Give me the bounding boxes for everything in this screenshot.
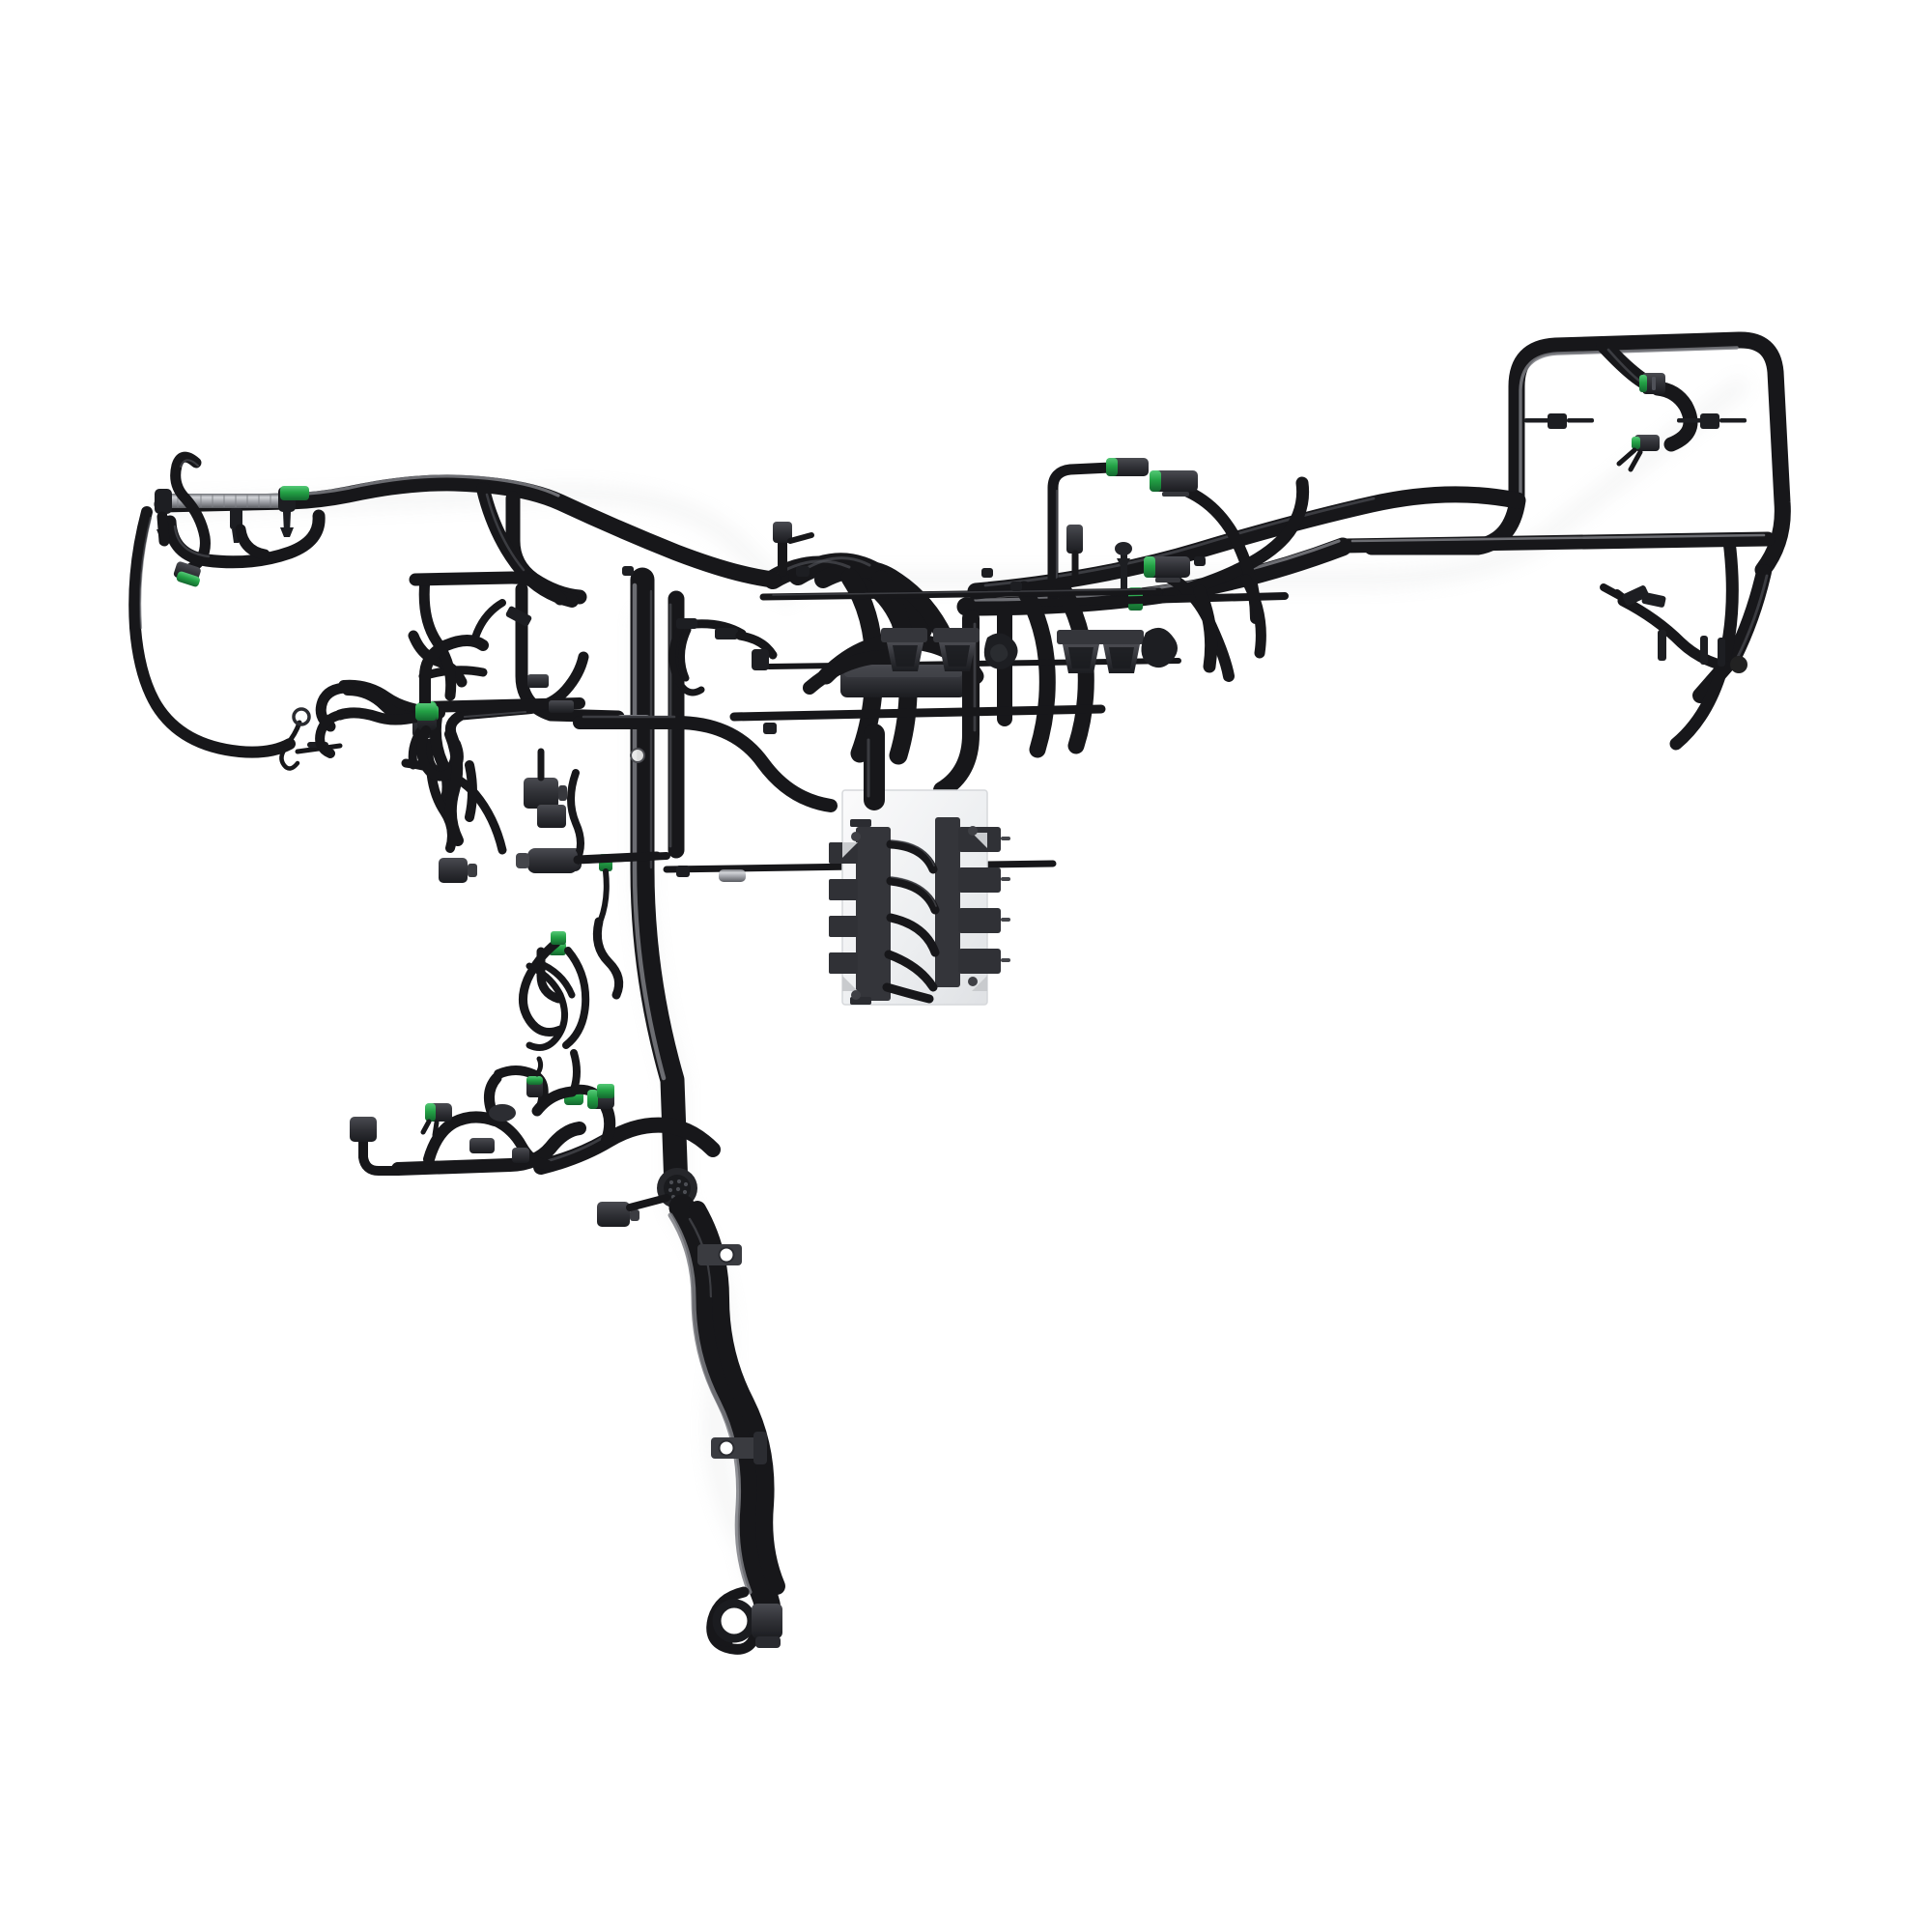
black-connector-short-branch	[439, 858, 477, 883]
clip-f	[1194, 556, 1206, 566]
black-connector-small-upper	[505, 606, 532, 627]
green-connector-upper-right	[1144, 556, 1190, 582]
black-connector-upper-stub	[1106, 458, 1149, 476]
clip-c	[1010, 582, 1022, 591]
clip-e	[676, 866, 690, 877]
injector-connector-3	[1057, 630, 1103, 673]
black-connector-square-left	[350, 1117, 377, 1142]
clip-b	[981, 568, 993, 578]
cable-tie-rear-right	[1677, 413, 1747, 429]
green-connector-cluster-c	[587, 1090, 614, 1109]
upper-left-spine	[128, 451, 781, 771]
black-connector-inline-stub	[1066, 525, 1083, 582]
lower-left-connector-cluster	[350, 1056, 721, 1176]
green-connector-top-branch	[1150, 470, 1198, 497]
flat-loom-block	[840, 665, 966, 697]
green-connector-cluster-a	[420, 1103, 452, 1138]
black-connector-center-tall	[773, 522, 814, 577]
taped-splice-junction	[983, 633, 1018, 669]
right-of-center-drops	[1193, 574, 1266, 673]
black-connector-grommet-spur	[597, 1194, 670, 1227]
rear-rectangular-loop	[1337, 331, 1791, 751]
injector-connector-2	[933, 628, 980, 671]
connector-block-jumpers	[882, 839, 940, 1004]
trunk-clip-hole	[630, 748, 645, 763]
green-connector-left-drop	[173, 561, 201, 587]
green-connector-pigtail-tip-2	[597, 1084, 614, 1098]
mounting-bracket-upper	[697, 1244, 742, 1265]
green-connector-mid-spur	[598, 854, 612, 923]
bottom-left-pigtails	[519, 931, 614, 1098]
connector-block-jumper-highlights	[891, 839, 937, 907]
clip-a	[796, 566, 810, 577]
connector-block-mount-tabs	[842, 826, 987, 1000]
multi-pin-connector-block	[829, 724, 1010, 1006]
left-cluster-refine	[415, 635, 489, 721]
black-connector-barrel	[527, 848, 578, 873]
rear-lower-terminal-fan	[1600, 583, 1747, 673]
cable-tie-rear-left	[1524, 413, 1594, 429]
firewall-grommet-and-tail	[597, 1168, 785, 1655]
green-connector-rear-upper	[1639, 373, 1665, 394]
clip-d	[763, 723, 777, 734]
tail-end-loop-connector	[706, 1586, 782, 1655]
green-connector-left-upper	[280, 486, 309, 500]
green-connector-pigtail-tip	[551, 931, 566, 945]
secondary-left-branch	[444, 728, 464, 846]
connector-header-right	[935, 817, 1010, 987]
clip-service-loop	[676, 618, 697, 629]
junction-block-cluster	[469, 1104, 529, 1163]
center-service-loops	[668, 618, 778, 696]
connector-header-left	[829, 819, 891, 1005]
tree-fastener-clip	[1115, 542, 1132, 595]
black-connector-left-rail	[549, 700, 574, 713]
green-connector-cluster-b	[526, 1056, 544, 1097]
misc-clips	[622, 556, 1206, 877]
clip-g	[622, 566, 634, 576]
silver-sleeve-spine	[719, 869, 746, 882]
black-connector-service	[752, 649, 769, 670]
mounting-bracket-lower	[711, 1432, 767, 1464]
mid-black-connector-group	[516, 848, 662, 873]
taped-splice-junction-right	[1141, 627, 1178, 668]
black-connector-mid-body	[524, 748, 567, 809]
injector-connector-1	[881, 628, 927, 671]
clip-service-loop-2	[715, 628, 738, 639]
black-connector-lower-left	[527, 674, 549, 688]
green-connector-rear-lower	[1616, 435, 1660, 472]
black-connector-square	[537, 805, 566, 828]
injector-connector-4	[1097, 630, 1144, 673]
injector-connector-row	[881, 627, 1178, 673]
green-connector-left-cluster-tip	[415, 703, 437, 721]
